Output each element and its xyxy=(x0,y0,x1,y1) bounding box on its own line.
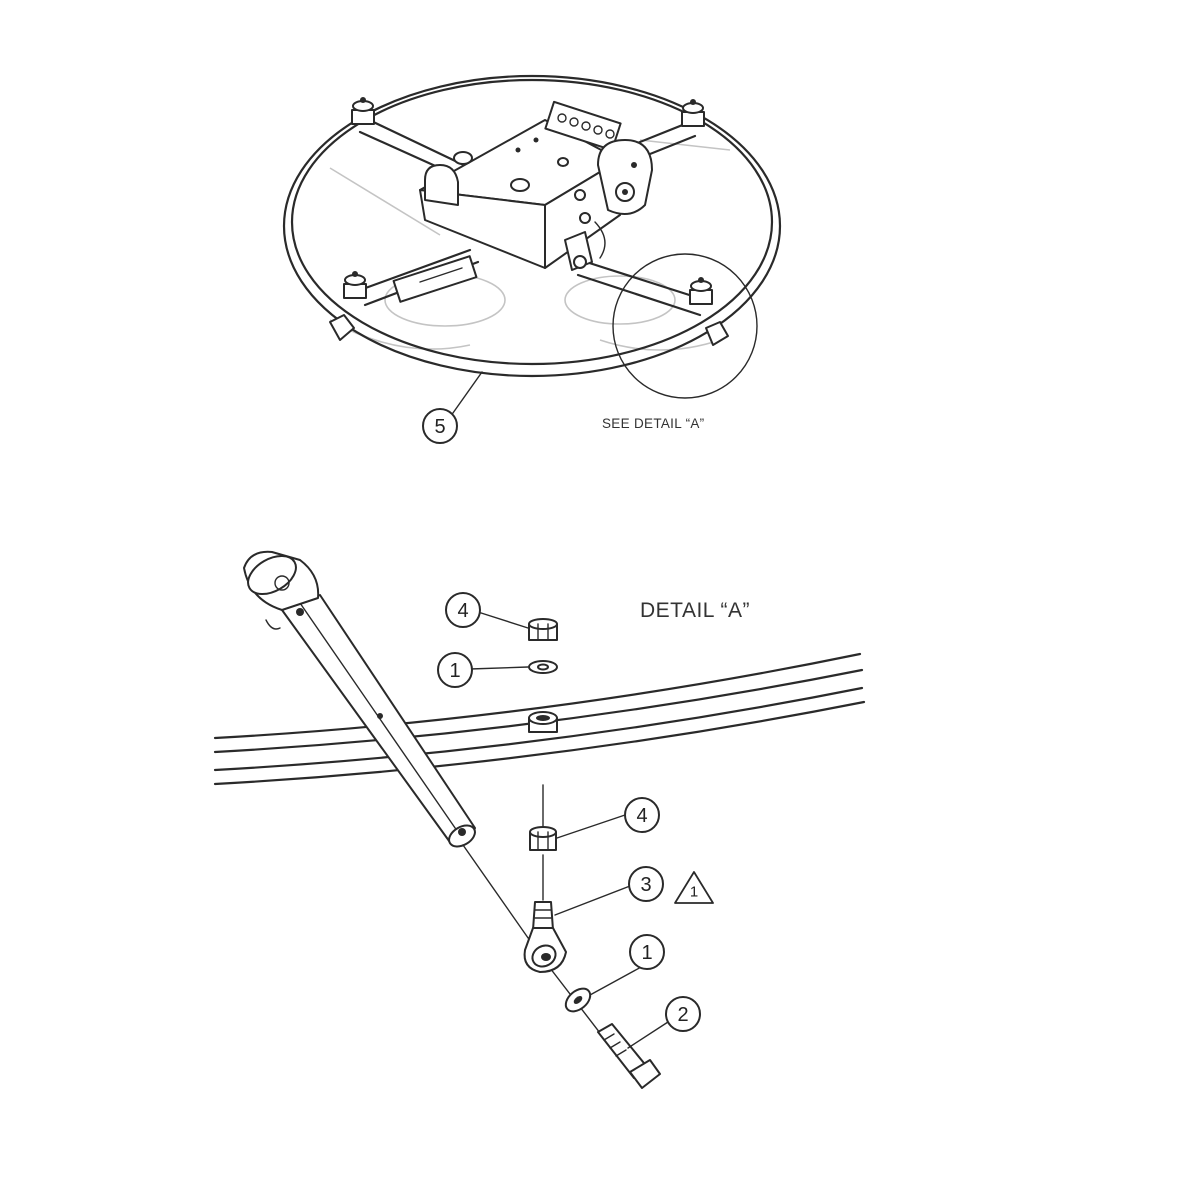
rod-end xyxy=(523,901,567,973)
callout-5-leader xyxy=(447,371,483,421)
warning-icon: 1 xyxy=(674,871,714,904)
svg-text:3: 3 xyxy=(640,874,651,896)
overview-assembly: 5 SEE DETAIL “A” xyxy=(282,74,782,444)
nut-top-left xyxy=(351,97,375,125)
detail-tube xyxy=(243,550,476,848)
nut-top-right xyxy=(681,99,705,127)
svg-text:4: 4 xyxy=(636,805,647,827)
detail-a-marker-circle xyxy=(612,253,758,399)
corner-nuts xyxy=(329,97,729,346)
central-mount-box xyxy=(419,100,653,271)
svg-text:1: 1 xyxy=(690,884,698,901)
callout-ring: 5 xyxy=(422,408,458,444)
svg-text:5: 5 xyxy=(434,416,445,438)
callout-lower-nut: 4 xyxy=(624,797,660,833)
nut-bottom-right xyxy=(689,277,729,346)
ghost-shadows xyxy=(329,139,731,351)
see-detail-label: SEE DETAIL “A” xyxy=(602,416,704,431)
svg-text:2: 2 xyxy=(677,1004,688,1026)
top-washer xyxy=(528,660,558,674)
detail-a: DETAIL “A” xyxy=(213,550,866,1089)
svg-text:1: 1 xyxy=(449,660,460,682)
terminal-screws xyxy=(557,113,615,139)
svg-text:1: 1 xyxy=(641,942,652,964)
detail-title: DETAIL “A” xyxy=(640,599,750,622)
cross-bars xyxy=(358,116,707,317)
ring-collar xyxy=(528,711,558,733)
callout-top-nut: 4 xyxy=(445,592,481,628)
leader-lines xyxy=(469,611,669,1049)
bolt xyxy=(597,1023,661,1089)
outer-ring xyxy=(282,74,782,378)
callout-bottom-washer: 1 xyxy=(629,934,665,970)
callout-bolt: 2 xyxy=(665,996,701,1032)
svg-text:4: 4 xyxy=(457,600,468,622)
bottom-washer xyxy=(564,987,592,1013)
nut-bottom-left xyxy=(329,271,367,341)
lower-nut xyxy=(529,826,557,851)
callout-rod-end: 3 xyxy=(628,866,664,902)
callout-top-washer: 1 xyxy=(437,652,473,688)
top-nut xyxy=(528,618,558,641)
